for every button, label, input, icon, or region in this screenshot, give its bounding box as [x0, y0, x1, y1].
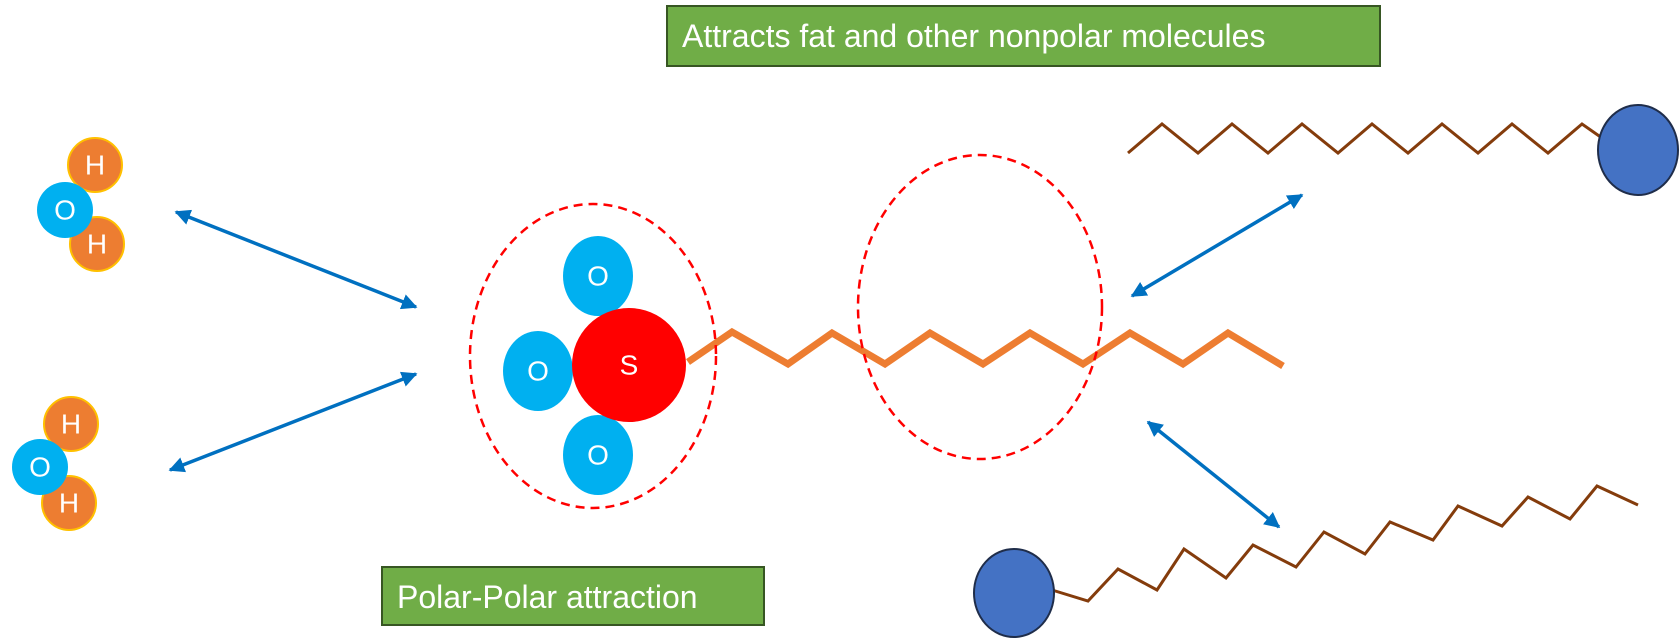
- svg-text:O: O: [29, 452, 51, 483]
- polar-attraction-arrow-bottom: [168, 371, 418, 473]
- polar-head-dashed-region: [468, 202, 718, 510]
- fat-molecule-bottom: [973, 484, 1639, 638]
- water-molecule-top: H H O: [37, 137, 125, 272]
- surfactant-hydrocarbon-tail: [686, 327, 1285, 370]
- svg-text:H: H: [87, 229, 107, 260]
- nonpolar-tail-dashed-region: [856, 153, 1104, 461]
- fat-head-ball: [1597, 104, 1679, 196]
- oxygen-atom: O: [503, 331, 573, 411]
- fat-chain: [1127, 122, 1603, 155]
- hydrogen-atom: H: [43, 396, 99, 452]
- hydrogen-atom: H: [67, 137, 123, 193]
- polar-attraction-label: Polar-Polar attraction: [381, 566, 765, 626]
- svg-text:H: H: [61, 409, 81, 440]
- nonpolar-attraction-arrow-bottom: [1146, 420, 1281, 529]
- sulfate-head-group: O O O S: [503, 236, 686, 495]
- svg-text:H: H: [59, 488, 79, 519]
- nonpolar-attraction-arrow-top: [1130, 193, 1304, 298]
- fat-chain: [1051, 484, 1639, 603]
- polar-attraction-arrow-top: [174, 209, 418, 310]
- svg-text:O: O: [527, 356, 549, 387]
- oxygen-atom: O: [563, 415, 633, 495]
- fat-molecule-top: [1127, 104, 1679, 196]
- svg-text:S: S: [620, 350, 639, 381]
- fat-head-ball: [973, 548, 1055, 638]
- oxygen-atom: O: [37, 182, 93, 238]
- oxygen-atom: O: [563, 236, 633, 316]
- sulfur-atom: S: [572, 308, 686, 422]
- nonpolar-attraction-label: Attracts fat and other nonpolar molecule…: [666, 5, 1381, 67]
- svg-text:H: H: [85, 150, 105, 181]
- svg-text:O: O: [54, 195, 76, 226]
- oxygen-atom: O: [12, 439, 68, 495]
- svg-text:O: O: [587, 261, 609, 292]
- svg-text:O: O: [587, 440, 609, 471]
- water-molecule-bottom: H H O: [12, 396, 99, 531]
